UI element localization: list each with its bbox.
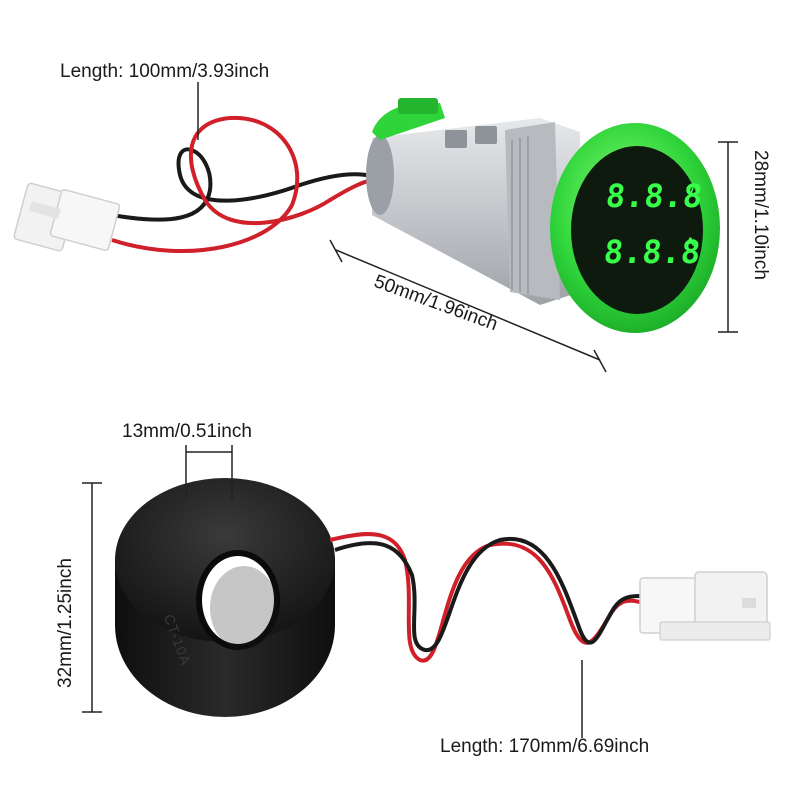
display-unit-volts: V <box>686 185 695 199</box>
ring-width-label: 13mm/0.51inch <box>122 421 252 442</box>
ring-diameter-dimension <box>82 482 102 713</box>
display-unit-amps: A <box>686 235 695 249</box>
bottom-cable-length-label: Length: 170mm/6.69inch <box>440 736 650 757</box>
ring-width-dimension <box>185 445 233 500</box>
top-connector <box>13 182 121 252</box>
meter-length-dimension <box>329 239 607 373</box>
current-transformer-ring <box>115 478 335 717</box>
meter-diameter-dimension <box>718 141 738 333</box>
top-cable-length-label: Length: 100mm/3.93inch <box>60 61 270 82</box>
meter-diameter-label: 28mm/1.10inch <box>750 150 771 280</box>
ring-diameter-label: 32mm/1.25inch <box>55 558 76 688</box>
top-cable <box>111 115 373 253</box>
bottom-connector <box>639 571 771 641</box>
display-window <box>571 146 703 314</box>
bottom-cable <box>329 532 641 738</box>
voltmeter-ammeter-body <box>366 98 720 333</box>
